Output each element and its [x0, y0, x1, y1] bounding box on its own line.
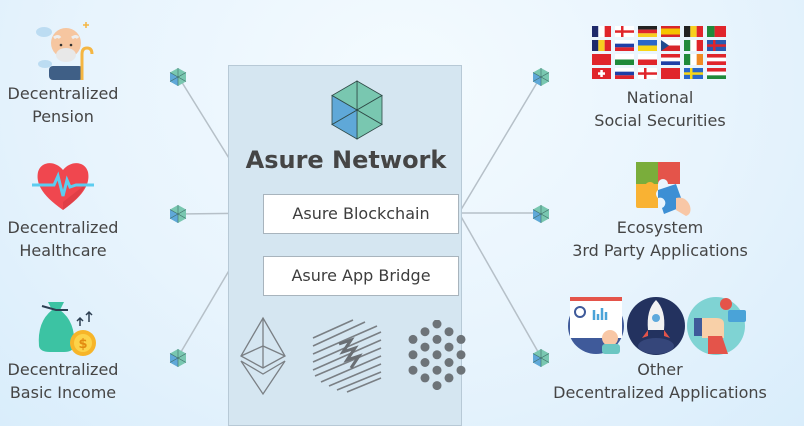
elderly-man-icon: [36, 22, 94, 80]
dot-mark: [432, 381, 442, 390]
asure-logo-icon: [331, 80, 383, 140]
asure-app-bridge-box: Asure App Bridge: [263, 256, 459, 296]
dots-hexagon-icon: [408, 320, 466, 390]
flag-mark: [592, 68, 611, 79]
flag-mark: [592, 54, 611, 65]
node-label-line: Decentralized Applications: [553, 383, 767, 402]
puzzle-icon: [636, 162, 691, 216]
node-label-other-dapps: Other Decentralized Applications: [540, 358, 780, 404]
cube-connector-icon: [169, 349, 187, 367]
flags-icon: [592, 26, 726, 79]
dot-mark: [420, 342, 430, 352]
node-label-basic-income: Decentralized Basic Income: [0, 358, 126, 404]
cube-connector-icon: [532, 68, 550, 86]
flag-mark: [615, 54, 634, 65]
node-label-line: Decentralized: [7, 218, 119, 237]
dot-mark: [456, 365, 466, 375]
flag-mark: [638, 26, 657, 37]
dot-mark: [444, 327, 454, 337]
dot-mark: [432, 365, 442, 375]
dot-mark: [420, 358, 430, 367]
cube-connector-icon: [532, 349, 550, 367]
money-bag-icon: $: [38, 302, 96, 356]
node-label-line: Other: [637, 360, 683, 379]
dot-mark: [432, 350, 442, 360]
flag-mark: [661, 26, 680, 37]
flag-mark: [684, 40, 703, 51]
flag-mark: [638, 54, 657, 65]
asure-network-box: Asure Network Asure Blockchain Asure App…: [228, 65, 466, 426]
node-label-line: Decentralized: [7, 360, 119, 379]
flag-mark: [661, 54, 680, 65]
node-label-line: Basic Income: [9, 383, 117, 402]
flag-mark: [707, 68, 726, 79]
node-label-line: Ecosystem: [616, 218, 704, 237]
network-title: Asure Network: [245, 146, 447, 174]
flag-mark: [592, 40, 611, 51]
dot-mark: [456, 350, 466, 360]
flag-mark: [684, 54, 703, 65]
svg-text:$: $: [78, 337, 87, 352]
asure-blockchain-box: Asure Blockchain: [263, 194, 459, 234]
dot-mark: [432, 334, 442, 344]
node-label-pension: Decentralized Pension: [0, 82, 126, 128]
ethereum-icon: [240, 316, 286, 396]
node-label-healthcare: Decentralized Healthcare: [0, 216, 126, 262]
dot-mark: [408, 334, 418, 344]
dot-mark: [456, 334, 466, 344]
heart-pulse-icon: [32, 163, 94, 210]
dot-mark: [408, 365, 418, 375]
node-label-line: 3rd Party Applications: [572, 241, 748, 260]
flag-mark: [661, 40, 680, 51]
dot-mark: [420, 327, 430, 337]
flag-mark: [638, 68, 657, 79]
node-label-line: Social Securities: [594, 111, 726, 130]
node-label-line: National: [626, 88, 694, 107]
flag-mark: [615, 40, 634, 51]
connector-line: [458, 75, 542, 214]
flag-mark: [707, 40, 726, 51]
node-label-social-securities: National Social Securities: [560, 86, 760, 132]
node-label-line: Decentralized: [7, 84, 119, 103]
dot-mark: [444, 358, 454, 367]
flag-mark: [592, 26, 611, 37]
hyperledger-icon: [312, 319, 382, 393]
dot-mark: [420, 373, 430, 383]
flag-mark: [638, 40, 657, 51]
dot-mark: [432, 320, 442, 329]
connector-line: [458, 212, 542, 358]
dot-mark: [408, 350, 418, 360]
flag-mark: [684, 26, 703, 37]
dot-mark: [444, 373, 454, 383]
flag-mark: [615, 26, 634, 37]
flag-mark: [707, 54, 726, 65]
node-label-line: Pension: [32, 107, 94, 126]
cube-connector-icon: [169, 205, 187, 223]
dot-mark: [444, 342, 454, 352]
node-label-line: Healthcare: [19, 241, 107, 260]
node-label-ecosystem: Ecosystem 3rd Party Applications: [540, 216, 780, 262]
flag-mark: [684, 68, 703, 79]
cube-connector-icon: [169, 68, 187, 86]
cube-connector-icon: [532, 205, 550, 223]
flag-mark: [707, 26, 726, 37]
apps-icon: [568, 297, 746, 355]
flag-mark: [615, 68, 634, 79]
flag-mark: [661, 68, 680, 79]
